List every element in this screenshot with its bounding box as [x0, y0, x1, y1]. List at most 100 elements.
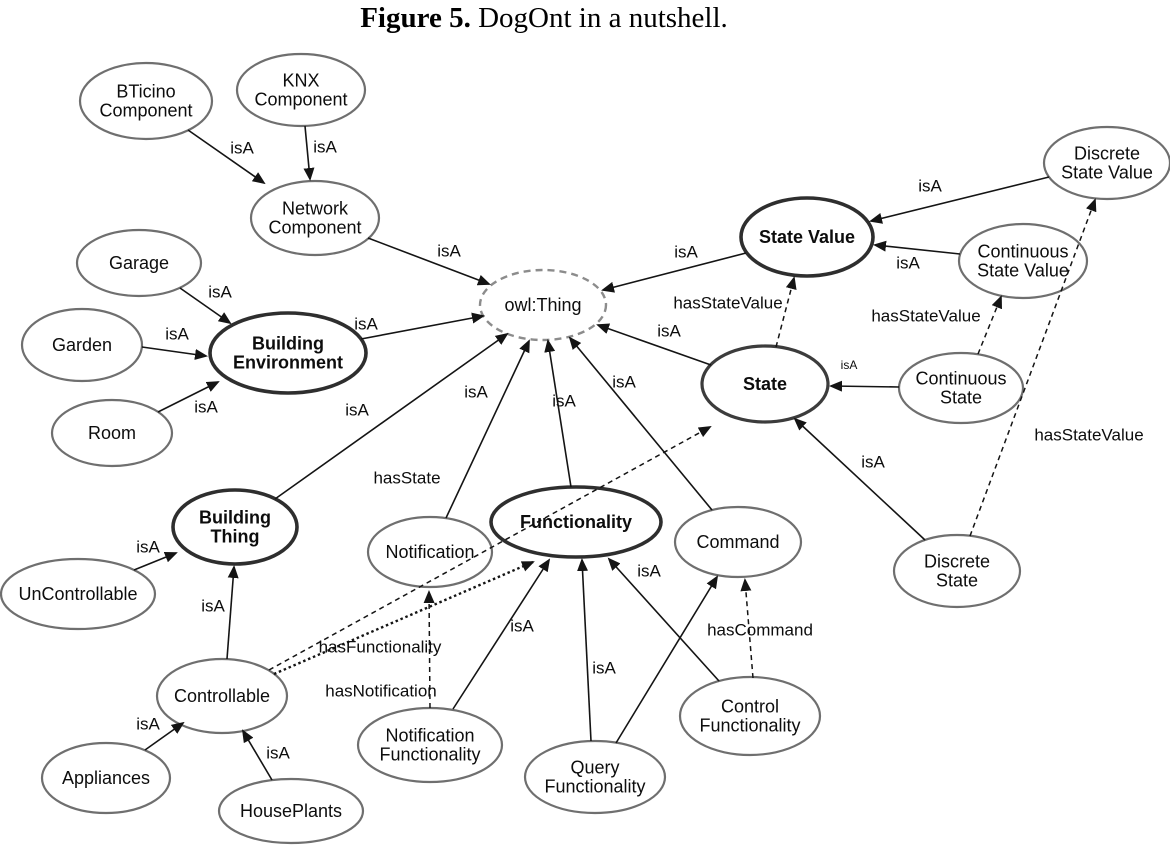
edge-label-continuous-state-state: isA [841, 358, 858, 372]
edge-notification-functionality-functionality [452, 558, 551, 710]
edge-label-houseplants-controllable: isA [266, 744, 290, 763]
edge-room-building-environment [157, 381, 220, 413]
edge-label-controllable-building-thing: isA [201, 597, 225, 616]
edge-label-functionality-owl-thing: isA [552, 392, 576, 411]
node-state [700, 344, 830, 424]
edge-label-garage-building-environment: isA [208, 283, 232, 302]
node-uncontrollable [0, 557, 157, 631]
edge-garden-building-environment [141, 346, 208, 360]
node-houseplants [217, 777, 365, 845]
edge-label-state-state-value: hasStateValue [673, 294, 782, 313]
node-state-value [739, 196, 875, 278]
node-functionality [489, 485, 663, 559]
node-label-owl-thing: owl:Thing [504, 295, 581, 315]
node-label-houseplants: HousePlants [240, 801, 342, 821]
node-controllable [155, 657, 289, 735]
edge-label-garden-building-environment: isA [165, 325, 189, 344]
edge-continuous-state-continuous-state-value [977, 295, 1002, 355]
edge-controllable-building-thing [226, 565, 239, 660]
edge-notification-owl-thing [445, 339, 530, 519]
edge-label-controllable-functionality: hasFunctionality [319, 638, 442, 657]
edge-discrete-state-discrete-state-value [969, 198, 1097, 537]
node-query-functionality [523, 739, 667, 815]
edge-label-notification-functionality-functionality: isA [510, 617, 534, 636]
node-bticino-component [78, 61, 214, 141]
node-control-functionality [678, 675, 822, 757]
node-label-uncontrollable: UnControllable [18, 584, 137, 604]
node-label-state: State [743, 374, 787, 394]
edge-controllable-state [268, 426, 712, 671]
figure-caption-text: DogOnt in a nutshell. [470, 2, 728, 34]
node-building-environment [208, 311, 368, 395]
edge-label-query-functionality-functionality: isA [592, 659, 616, 678]
node-network-component [249, 179, 381, 257]
edge-appliances-controllable [144, 721, 185, 751]
edge-label-building-thing-owl-thing: isA [345, 401, 369, 420]
edge-control-functionality-command [740, 578, 754, 679]
edge-label-control-functionality-command: hasCommand [707, 621, 813, 640]
node-continuous-state-value [957, 222, 1089, 300]
edge-notification-functionality-notification [423, 590, 435, 709]
node-label-appliances: Appliances [62, 768, 150, 788]
edge-query-functionality-command [615, 575, 719, 744]
edge-state-state-value [775, 276, 797, 348]
edge-houseplants-controllable [241, 729, 273, 781]
edge-controllable-functionality [273, 560, 535, 676]
node-discrete-state [892, 533, 1022, 609]
edge-garage-building-environment [179, 287, 232, 325]
edge-label-appliances-controllable: isA [136, 715, 160, 734]
node-ellipses-layer [0, 52, 1170, 845]
edge-state-value-owl-thing [601, 252, 747, 293]
edge-functionality-owl-thing [544, 339, 572, 488]
edge-label-discrete-state-discrete-state-value: hasStateValue [1034, 426, 1143, 445]
edge-label-command-owl-thing: isA [612, 373, 636, 392]
edge-command-owl-thing [568, 336, 713, 511]
edge-label-control-functionality-functionality: isA [637, 562, 661, 581]
edge-label-room-building-environment: isA [194, 398, 218, 417]
node-continuous-state [897, 351, 1025, 425]
node-discrete-state-value [1042, 125, 1170, 201]
edge-continuous-state-value-state-value [873, 240, 961, 255]
edge-label-state-owl-thing: isA [657, 322, 681, 341]
edge-label-discrete-state-state: isA [861, 453, 885, 472]
node-garden [20, 307, 144, 383]
edge-building-environment-owl-thing [360, 312, 485, 340]
node-owl-thing [478, 268, 608, 342]
edge-label-knx-component-network-component: isA [313, 138, 337, 157]
edge-continuous-state-state [829, 380, 900, 392]
node-label-controllable: Controllable [174, 686, 270, 706]
edge-state-owl-thing [596, 323, 712, 366]
edge-label-notification-owl-thing: isA [464, 383, 488, 402]
edge-discrete-state-state [793, 417, 926, 541]
node-command [673, 505, 803, 579]
edges-layer [133, 125, 1097, 781]
edge-label-network-component-owl-thing: isA [437, 242, 461, 261]
edge-control-functionality-functionality [607, 557, 720, 682]
edge-label-building-environment-owl-thing: isA [354, 315, 378, 334]
edge-label-discrete-state-value-state-value: isA [918, 177, 942, 196]
edge-label-notification-functionality-notification: hasNotification [325, 682, 437, 701]
figure-caption-number: Figure 5. [360, 2, 471, 34]
edge-network-component-owl-thing [367, 237, 491, 286]
node-label-garden: Garden [52, 335, 112, 355]
edge-query-functionality-functionality [577, 558, 592, 742]
node-building-thing [171, 488, 299, 566]
node-label-notification: Notification [385, 542, 474, 562]
edge-label-uncontrollable-building-thing: isA [136, 538, 160, 557]
node-appliances [40, 741, 172, 815]
node-knx-component [235, 52, 367, 128]
edge-label-controllable-state: hasState [373, 469, 440, 488]
edge-knx-component-network-component [303, 125, 315, 181]
node-label-functionality: Functionality [520, 512, 632, 532]
